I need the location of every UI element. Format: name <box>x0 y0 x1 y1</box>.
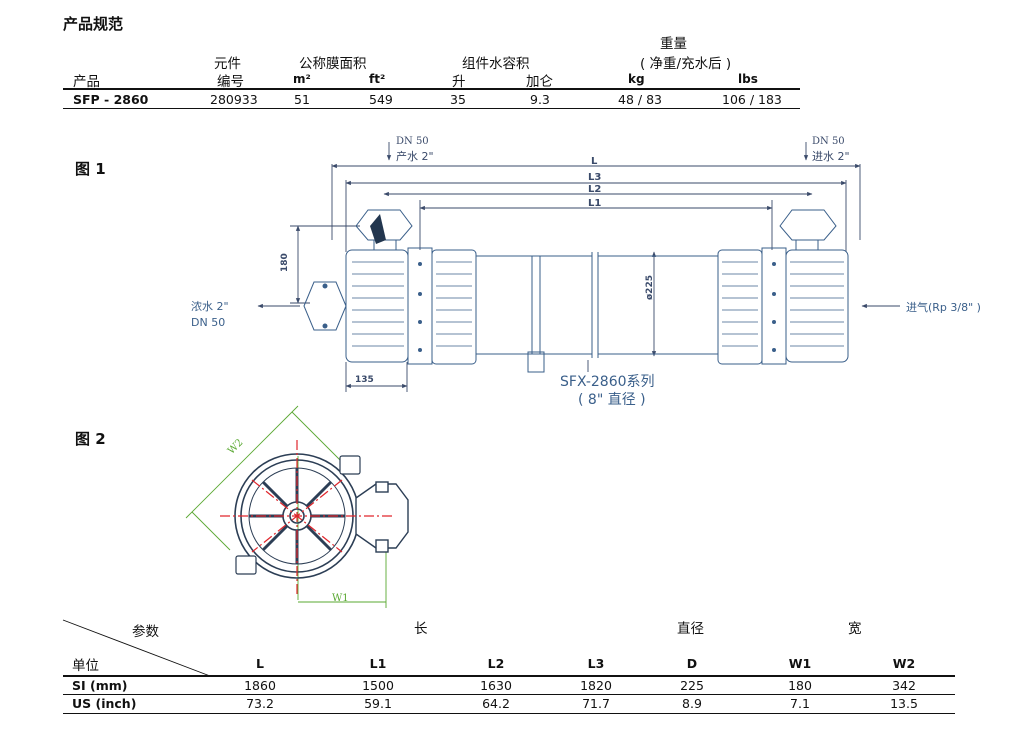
params-diag-top: 参数 <box>132 624 159 640</box>
spec-vol-l: 35 <box>450 92 466 107</box>
params-col-W1: W1 <box>788 656 812 671</box>
params-row-rule <box>63 694 955 695</box>
params-us-L: 73.2 <box>246 696 274 711</box>
spec-bottom-rule <box>63 108 800 109</box>
area-si-header: m² <box>293 72 311 86</box>
params-col-L: L <box>256 656 264 671</box>
dim-L3: L3 <box>588 172 602 183</box>
params-diag-bottom: 单位 <box>72 658 99 674</box>
conc-port-dn: DN 50 <box>191 316 226 329</box>
spec-weight-kg: 48 / 83 <box>618 92 662 107</box>
spec-area-ft2: 549 <box>369 92 393 107</box>
params-us-L3: 71.7 <box>582 696 610 711</box>
fig1-label: 图 1 <box>75 160 106 178</box>
area-header: 公称膜面积 <box>299 56 367 72</box>
params-us-D: 8.9 <box>682 696 702 711</box>
params-us-L2: 64.2 <box>482 696 510 711</box>
element-header-1: 元件 <box>214 56 241 72</box>
params-us-W1: 7.1 <box>790 696 810 711</box>
fig2-label: 图 2 <box>75 430 106 448</box>
params-si-W2: 342 <box>892 678 916 693</box>
spec-weight-lbs: 106 / 183 <box>722 92 782 107</box>
feed-port-label: 进水 2" <box>812 150 850 163</box>
weight-header-2: ( 净重/充水后 ) <box>640 56 732 72</box>
params-us-W2: 13.5 <box>890 696 918 711</box>
weight-us-header: lbs <box>738 72 758 86</box>
element-header-2: 编号 <box>217 74 244 90</box>
params-col-W2: W2 <box>892 656 916 671</box>
product-header: 产品 <box>73 74 100 90</box>
volume-header: 组件水容积 <box>462 56 530 72</box>
params-col-L1: L1 <box>369 656 387 671</box>
weight-si-header: kg <box>628 72 645 86</box>
feed-port-dn: DN 50 <box>812 136 845 147</box>
perm-port-label: 产水 2" <box>396 150 434 163</box>
params-group-length: 长 <box>414 621 428 637</box>
vol-us-header: 加仑 <box>526 74 553 90</box>
spec-product: SFP - 2860 <box>73 92 149 107</box>
params-group-diameter: 直径 <box>677 621 704 637</box>
spec-area-m2: 51 <box>294 92 310 107</box>
dim-L2: L2 <box>588 184 602 195</box>
params-row-si-unit: SI (mm) <box>72 678 128 693</box>
area-us-header: ft² <box>369 72 386 86</box>
params-header-rule <box>63 675 955 677</box>
params-si-D: 225 <box>680 678 704 693</box>
spec-element: 280933 <box>210 92 258 107</box>
spec-header-rule <box>63 88 800 90</box>
spec-title: 产品规范 <box>63 15 124 33</box>
params-si-L3: 1820 <box>580 678 612 693</box>
params-si-W1: 180 <box>788 678 812 693</box>
series-name: SFX-2860系列 <box>560 374 655 390</box>
dim-L: L <box>591 156 598 167</box>
weight-header-1: 重量 <box>660 36 687 52</box>
conc-port-label: 浓水 2" <box>191 300 229 313</box>
params-col-L2: L2 <box>487 656 505 671</box>
params-col-L3: L3 <box>587 656 605 671</box>
params-si-L1: 1500 <box>362 678 394 693</box>
params-us-L1: 59.1 <box>364 696 392 711</box>
air-inlet-label: 进气(Rp 3/8" ) <box>906 301 981 314</box>
params-bottom-rule <box>63 713 955 714</box>
params-si-L2: 1630 <box>480 678 512 693</box>
params-group-width: 宽 <box>848 621 862 637</box>
dim-L1: L1 <box>588 198 602 209</box>
dim-135: 135 <box>355 375 374 385</box>
params-row-us-unit: US (inch) <box>72 696 137 711</box>
series-diameter: ( 8" 直径 ) <box>578 392 646 408</box>
perm-port-dn: DN 50 <box>396 136 429 147</box>
spec-vol-gal: 9.3 <box>530 92 550 107</box>
vol-si-header: 升 <box>452 74 466 90</box>
dim-W1: W1 <box>332 593 349 604</box>
params-si-L: 1860 <box>244 678 276 693</box>
params-col-D: D <box>686 656 698 671</box>
